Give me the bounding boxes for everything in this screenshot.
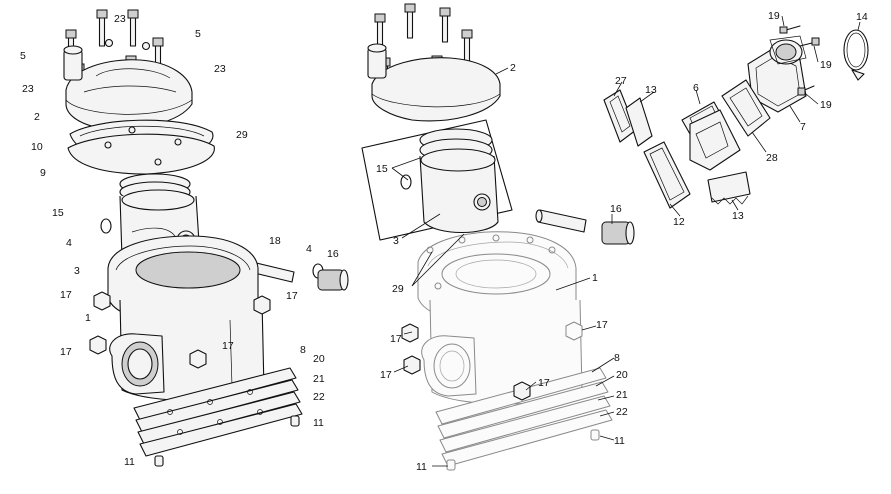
nuts <box>89 291 271 369</box>
callout-14: 14 <box>856 11 868 23</box>
base-gaskets <box>133 367 303 457</box>
callout-2: 2 <box>34 111 40 123</box>
right-assembly: 19 14 19 19 7 27 13 6 28 12 13 <box>603 10 869 228</box>
callout-3: 3 <box>74 265 80 277</box>
right-leaders <box>613 15 861 217</box>
intake-manifold <box>747 35 807 113</box>
middle-cylinder-head <box>367 43 501 122</box>
right-callout-labels: 19 14 19 19 7 27 13 6 28 12 13 <box>615 10 868 228</box>
callout-5-a: 5 <box>20 50 26 62</box>
callout-13-a: 13 <box>645 84 657 96</box>
callout-19-c: 19 <box>820 99 832 111</box>
callout-19-b: 19 <box>820 59 832 71</box>
manifold-gasket <box>721 79 771 137</box>
callout-2: 2 <box>510 62 516 74</box>
callout-20: 20 <box>313 353 325 365</box>
callout-11-b: 11 <box>416 461 427 473</box>
callout-18: 18 <box>269 235 281 247</box>
callout-28: 28 <box>766 152 778 164</box>
callout-23-c: 23 <box>22 83 34 95</box>
callout-17-d: 17 <box>538 377 550 389</box>
left-callout-labels: 5 23 5 23 23 2 10 9 29 15 4 3 18 4 16 17… <box>20 13 339 468</box>
callout-17-c: 17 <box>60 346 72 358</box>
callout-9: 9 <box>40 167 46 179</box>
dowels <box>154 415 300 467</box>
callout-15: 15 <box>52 207 64 219</box>
callout-23-a: 23 <box>114 13 126 25</box>
callout-13-b: 13 <box>732 210 744 222</box>
reed-block <box>681 101 741 171</box>
callout-4-a: 4 <box>66 237 72 249</box>
callout-11-a: 11 <box>614 435 625 447</box>
callout-17-b: 17 <box>286 290 298 302</box>
callout-16: 16 <box>327 248 339 260</box>
callout-10: 10 <box>31 141 43 153</box>
callout-8: 8 <box>614 352 620 364</box>
callout-21: 21 <box>616 389 628 401</box>
left-assembly: 5 23 5 23 23 2 10 9 29 15 4 3 18 4 16 17… <box>20 9 349 468</box>
callout-27: 27 <box>615 75 627 87</box>
callout-15: 15 <box>376 163 388 175</box>
middle-cylinder-ghost <box>401 231 613 471</box>
callout-17-b: 17 <box>596 319 608 331</box>
callout-17-d: 17 <box>222 340 234 352</box>
callout-4-b: 4 <box>306 243 312 255</box>
middle-callout-labels: 2 15 3 16 29 1 17 17 17 17 8 20 21 22 11… <box>376 62 628 473</box>
head-gaskets <box>67 119 215 175</box>
callout-17-a: 17 <box>390 333 402 345</box>
cylinder <box>107 235 265 401</box>
callout-17-a: 17 <box>60 289 72 301</box>
cylinder-head <box>63 45 193 130</box>
callout-19-a: 19 <box>768 10 780 22</box>
intake-screws <box>779 25 820 96</box>
callout-6: 6 <box>693 82 699 94</box>
callout-7: 7 <box>800 121 806 133</box>
reed-gasket <box>643 141 691 209</box>
callout-23-b: 23 <box>214 63 226 75</box>
callout-21: 21 <box>313 373 325 385</box>
callout-22: 22 <box>313 391 325 403</box>
callout-8: 8 <box>300 344 306 356</box>
callout-11-b: 11 <box>124 456 135 468</box>
reed-petals <box>603 89 751 205</box>
callout-12: 12 <box>673 216 685 228</box>
callout-17-c: 17 <box>380 369 392 381</box>
callout-1: 1 <box>85 312 91 324</box>
callout-5-b: 5 <box>195 28 201 40</box>
middle-assembly: 2 15 3 16 29 1 17 17 17 17 8 20 21 22 11… <box>361 3 635 473</box>
piston-pin-parts <box>100 218 349 291</box>
callout-29: 29 <box>392 283 404 295</box>
callout-1: 1 <box>592 272 598 284</box>
callout-11-a: 11 <box>313 417 324 429</box>
hose-clamp <box>843 29 869 81</box>
callout-29: 29 <box>236 129 248 141</box>
callout-16: 16 <box>610 203 622 215</box>
callout-3: 3 <box>393 235 399 247</box>
middle-leaders <box>391 67 615 467</box>
middle-piston <box>400 128 635 245</box>
callout-20: 20 <box>616 369 628 381</box>
callout-22: 22 <box>616 406 628 418</box>
